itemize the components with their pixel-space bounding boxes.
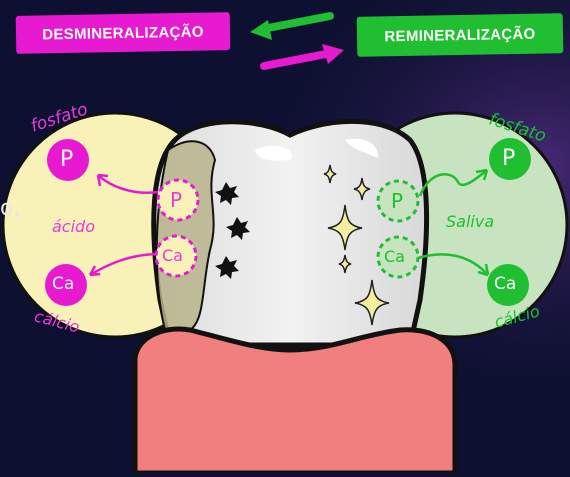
remineralization-label: REMINERALIZAÇÃO: [357, 13, 564, 57]
right-p-dashed-symbol: P: [391, 189, 403, 213]
left-ca-dashed-symbol: Ca: [162, 246, 183, 265]
left-p-dashed-symbol: P: [170, 188, 182, 212]
edge-text: o,: [0, 196, 20, 221]
right-ca-symbol: Ca: [494, 274, 516, 294]
right-saliva-word: Saliva: [446, 212, 494, 231]
demineralization-label: DESMINERALIZAÇÃO: [16, 12, 231, 54]
right-p-symbol: P: [502, 146, 515, 171]
left-p-symbol: P: [60, 147, 73, 172]
right-ca-dashed-symbol: Ca: [384, 247, 405, 266]
gum: [135, 329, 455, 473]
left-acid-word: ácido: [52, 217, 95, 236]
left-ca-symbol: Ca: [52, 274, 74, 294]
